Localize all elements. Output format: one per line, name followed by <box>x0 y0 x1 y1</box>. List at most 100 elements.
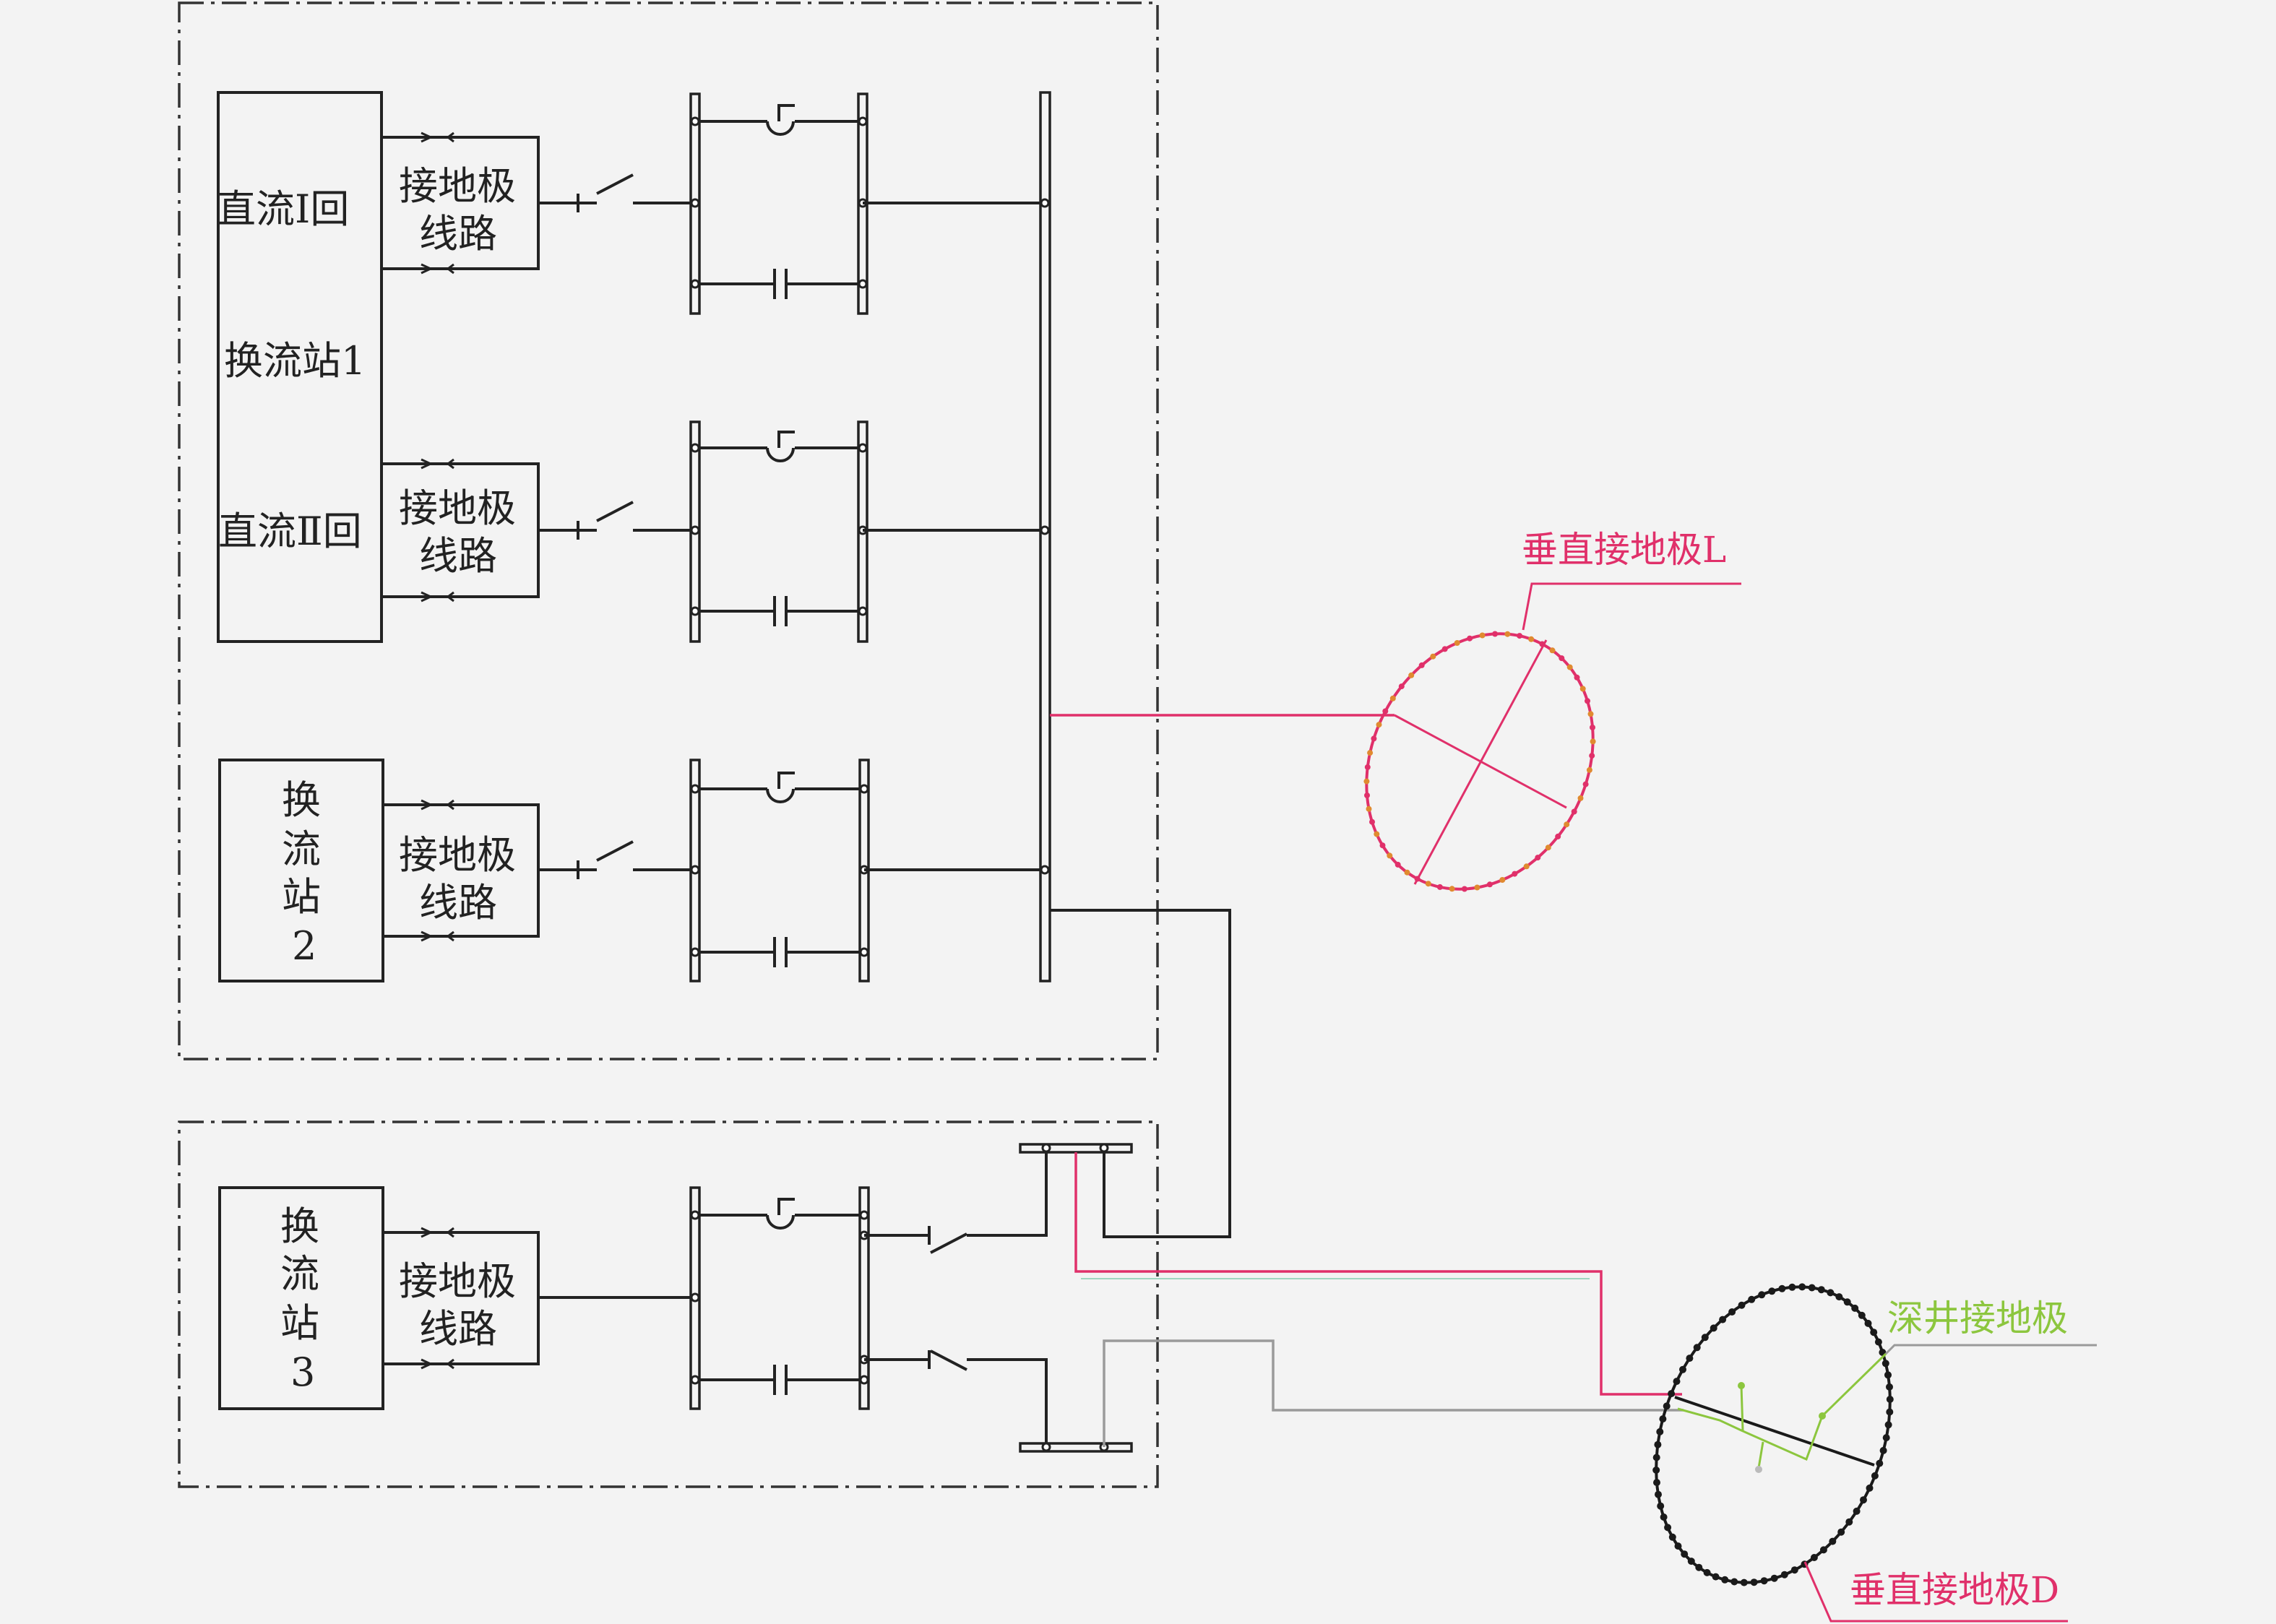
electrode-D-dot <box>1656 1428 1664 1435</box>
electrode-L-dot <box>1559 655 1565 662</box>
station-area-top-boundary <box>178 1 1159 1061</box>
electrode-line-d-label-2: 线路 <box>419 1306 497 1352</box>
converter-station-1-label: 换流站1 <box>224 338 366 384</box>
breaker-marks-c <box>418 799 454 942</box>
electrode-D-dot <box>1810 1554 1818 1561</box>
deep-well-label: 深井接地极 <box>1887 1297 2068 1339</box>
electrode-L-dot <box>1395 861 1401 868</box>
electrode-D-dot <box>1748 1295 1756 1303</box>
electrode-D-dot <box>1679 1365 1686 1373</box>
converter-station-3-char-4: 3 <box>290 1349 315 1395</box>
converter-station-2-char-4: 2 <box>292 923 316 969</box>
switching-unit-3 <box>538 759 1045 982</box>
converter-station-2-char-3: 站 <box>282 874 321 920</box>
electrode-L-dot <box>1564 821 1570 828</box>
electrode-L-dot <box>1587 711 1594 717</box>
electrode-L-label: 垂直接地极L <box>1522 529 1726 571</box>
electrode-L-dot <box>1474 884 1480 891</box>
converter-station-2-char-1: 换 <box>282 777 321 823</box>
electrode-D-dot <box>1728 1308 1736 1316</box>
electrode-D-dot <box>1886 1383 1893 1391</box>
electrode-L-dot <box>1430 653 1436 660</box>
electrode-L-dot <box>1545 845 1551 851</box>
electrode-L-dot <box>1387 852 1393 859</box>
electrode-L-dot <box>1590 725 1595 730</box>
electrode-L-dot <box>1376 722 1382 728</box>
electrode-D-dot <box>1843 1298 1851 1306</box>
electrode-L-dot <box>1449 886 1455 892</box>
deep-well-electrode <box>1677 1352 1887 1473</box>
electrode-D-dot <box>1858 1311 1866 1319</box>
electrode-line-c-label-1: 接地极 <box>399 832 516 878</box>
electrode-D-dot <box>1664 1524 1672 1532</box>
electrode-D-dot <box>1701 1334 1709 1342</box>
electrode-D-dot <box>1829 1537 1837 1545</box>
converter-station-3-box <box>218 1186 384 1410</box>
electrode-D-dot <box>1657 1502 1665 1510</box>
electrode-D-dot <box>1884 1421 1892 1429</box>
converter-station-3-char-3: 站 <box>280 1300 319 1346</box>
electrode-L-dot <box>1389 695 1396 701</box>
electrode-D-dot <box>1837 1528 1845 1536</box>
electrode-L-dot <box>1363 778 1370 785</box>
electrode-L-dot <box>1441 646 1448 652</box>
electrode-L-dot <box>1486 881 1493 888</box>
electrode-D-dot <box>1808 1284 1816 1292</box>
electrode-D-dot <box>1659 1415 1667 1423</box>
electrode-L-dot <box>1371 735 1377 742</box>
electrode-D-dot <box>1851 1304 1859 1312</box>
electrode-D-dots <box>1652 1283 1894 1586</box>
electrode-D-dot <box>1860 1496 1867 1504</box>
electrode-D-dot <box>1768 1287 1776 1295</box>
converter-station-3-char-1: 换 <box>280 1204 319 1249</box>
electrode-L-dot <box>1555 833 1561 839</box>
switching-unit-1 <box>538 92 1045 315</box>
electrode-L-dot <box>1582 781 1589 787</box>
electrode-L-dot <box>1566 664 1573 670</box>
electrode-line-b-label-2: 线路 <box>419 533 497 579</box>
switching-unit-2 <box>538 420 1045 643</box>
electrode-D-dot <box>1760 1577 1768 1585</box>
electrode-D-dot <box>1798 1283 1806 1291</box>
dc-line-2-label: 直流Ⅱ回 <box>218 509 362 554</box>
converter-station-3-char-2: 流 <box>280 1251 319 1297</box>
electrode-D-dot <box>1788 1283 1796 1291</box>
electrode-D-dot <box>1660 1513 1668 1521</box>
electrode-L-dots <box>1363 631 1596 892</box>
electrode-D-dot <box>1652 1454 1660 1461</box>
electrode-D-dot <box>1758 1291 1766 1299</box>
lead-to-electrode-D <box>1074 1152 1682 1396</box>
electrode-D-dot <box>1835 1293 1843 1301</box>
electrode-L-dot <box>1574 674 1580 681</box>
converter-station-2-box <box>218 759 384 982</box>
electrode-D-dot <box>1652 1467 1660 1474</box>
electrode-L-dot <box>1589 753 1595 759</box>
dc-line-1-label: 直流Ⅰ回 <box>217 186 349 232</box>
breaker-marks-a <box>418 131 454 275</box>
electrode-D-dot <box>1876 1459 1884 1467</box>
electrode-L-dot <box>1461 886 1467 892</box>
electrode-D-dot <box>1681 1550 1689 1558</box>
electrode-D-dot <box>1668 1390 1676 1398</box>
electrode-D-dot <box>1827 1289 1835 1297</box>
electrode-line-c-label-2: 线路 <box>419 880 497 925</box>
electrode-line-a-label-1: 接地极 <box>399 163 516 209</box>
electrode-D-dot <box>1817 1286 1825 1294</box>
electrode-L-dot <box>1418 662 1425 668</box>
electrode-D-dot <box>1719 1316 1727 1323</box>
electrode-L-dot <box>1523 863 1530 870</box>
electrode-D-dot <box>1721 1576 1729 1584</box>
electrode-L-dot <box>1408 672 1415 678</box>
electrode-L-dot <box>1577 795 1584 801</box>
electrode-line-box-b: 接地极 线路 <box>382 458 540 602</box>
electrode-D-dot <box>1864 1319 1872 1327</box>
electrode-L-dot <box>1586 766 1592 773</box>
electrode-L-dot <box>1512 871 1518 877</box>
electrode-D-dot <box>1712 1573 1720 1581</box>
vertical-electrode-L <box>1363 582 1741 892</box>
electrode-L-dot <box>1528 636 1535 642</box>
electrode-L-dot <box>1539 641 1546 647</box>
electrode-D-dot <box>1710 1324 1717 1332</box>
electrode-D-dot <box>1778 1284 1786 1292</box>
electrode-D-dot <box>1886 1396 1894 1403</box>
